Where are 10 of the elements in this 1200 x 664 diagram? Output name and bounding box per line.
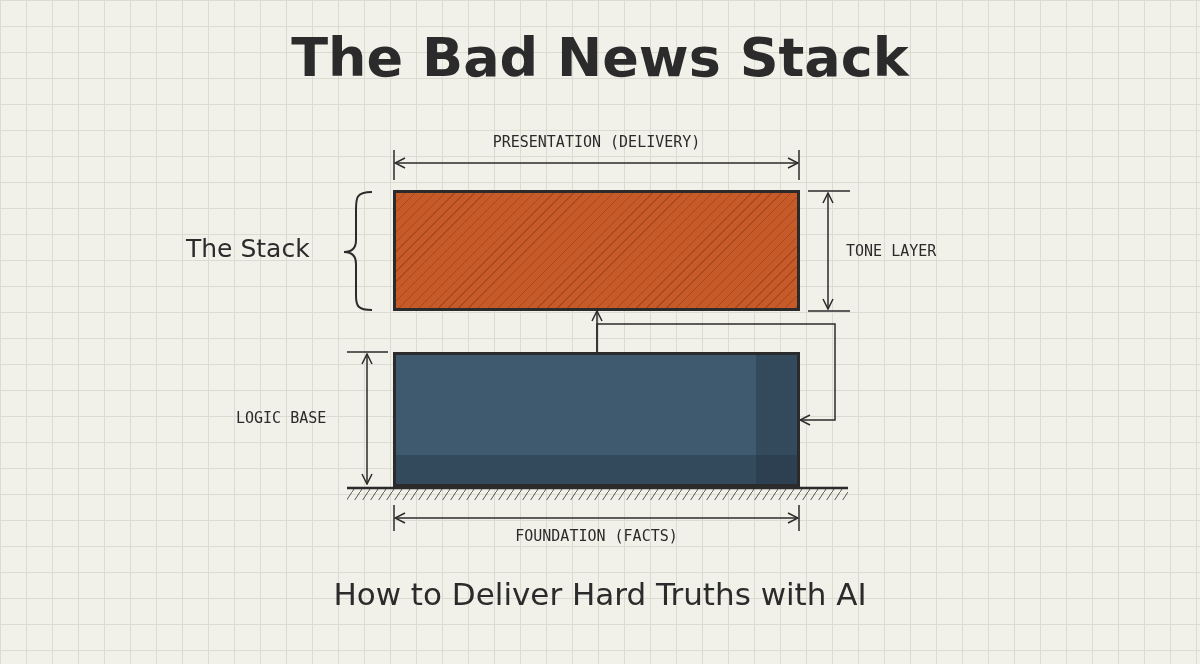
- title: The Bad News Stack: [290, 26, 911, 89]
- dimension-label: PRESENTATION (DELIVERY): [491, 133, 702, 151]
- caption: How to Deliver Hard Truths with AI: [332, 576, 868, 612]
- logic-base-box: [393, 352, 800, 487]
- dimension-label: LOGIC BASE: [236, 409, 328, 427]
- presentation-layer-box: [393, 190, 800, 311]
- dimension-label: TONE LAYER: [846, 242, 938, 260]
- dimension-label: FOUNDATION (FACTS): [514, 527, 679, 545]
- brace-label: The Stack: [186, 234, 311, 263]
- arrow: [596, 323, 836, 426]
